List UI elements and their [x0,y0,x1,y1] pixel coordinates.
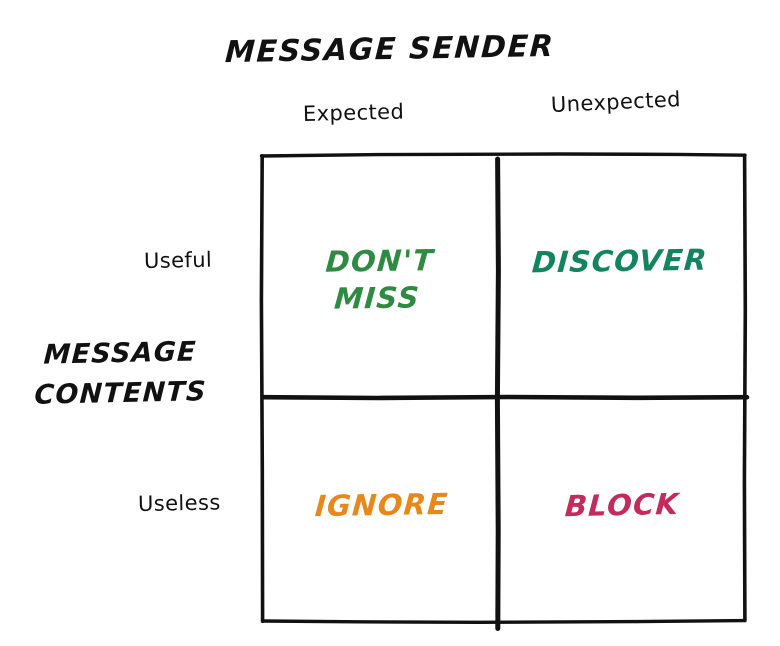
quadrant-block-text: BLOCK [564,486,681,524]
grid-border-left [259,154,265,623]
row-header-useless: Useless [137,490,221,516]
grid-border-top [259,152,747,158]
quadrant-label-discover: DISCOVER [500,241,741,282]
grid-divider-horizontal [261,394,750,401]
y-axis-title-line2: CONTENTS [34,376,208,411]
y-axis-title: MESSAGE CONTENTS [7,332,234,417]
quadrant-dont-miss-line1: DON'T [324,243,436,279]
quadrant-ignore-text: IGNORE [314,486,450,524]
quadrant-label-block: BLOCK [505,485,741,527]
diagram-title: MESSAGE SENDER [0,27,780,74]
quadrant-discover-text: DISCOVER [531,242,710,280]
row-header-useful: Useful [143,247,213,273]
grid-divider-vertical [494,156,501,631]
grid-border-right [742,153,748,623]
quadrant-label-ignore: IGNORE [268,485,497,526]
grid-border-bottom [260,618,747,624]
matrix-grid [259,152,750,631]
column-header-unexpected: Unexpected [550,87,682,117]
quadrant-dont-miss-line2: MISS [333,280,422,316]
y-axis-title-line1: MESSAGE [42,336,198,371]
column-header-expected: Expected [302,99,405,126]
diagram-title-text: MESSAGE SENDER [224,28,556,71]
